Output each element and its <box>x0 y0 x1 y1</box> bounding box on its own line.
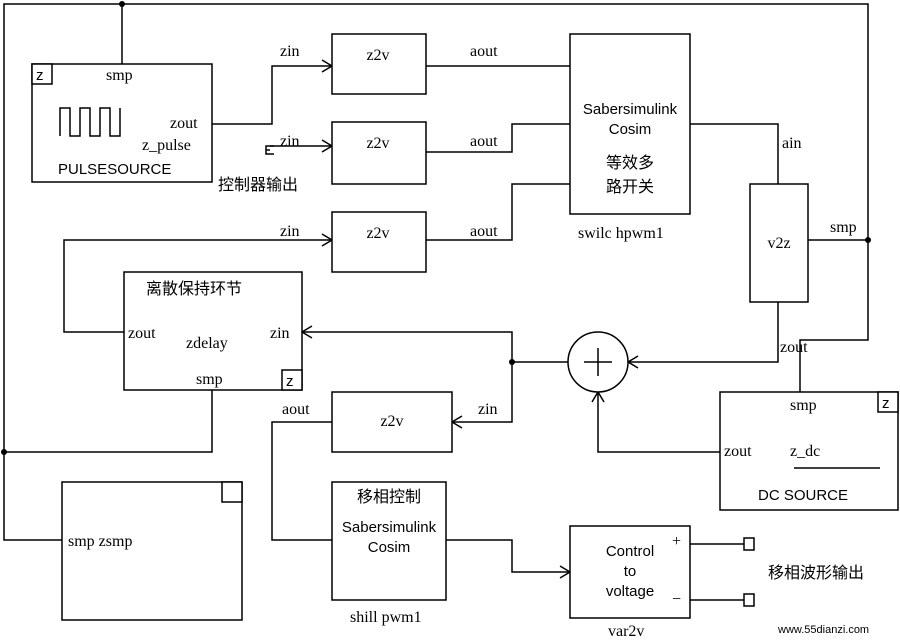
wire-to-zdelay-zin <box>302 331 513 362</box>
junctions <box>1 1 871 455</box>
wires <box>3 3 869 601</box>
pulse-source-block[interactable]: z smp zout z_pulse PULSESOURCE <box>31 63 213 183</box>
square-wave-icon <box>59 107 121 137</box>
zdelay-zin-port: zin <box>270 325 290 342</box>
z2v4-zin-label: zin <box>478 401 498 418</box>
output-terminal-plus[interactable] <box>743 537 755 551</box>
z2v3-aout-label: aout <box>470 223 498 240</box>
junction-sum-out <box>509 359 515 365</box>
wire-pulse-to-z2v1 <box>212 65 332 125</box>
junction-top <box>119 1 125 7</box>
controller-output-label: 控制器输出 <box>218 175 298 194</box>
var2v-block[interactable]: Control to voltage <box>569 525 691 619</box>
cosim1-cn1: 等效多 <box>606 153 654 172</box>
wire-z2v3-out <box>426 183 570 241</box>
pulse-z-marker: z <box>36 67 44 84</box>
zsmp-name: smp zsmp <box>68 533 132 550</box>
cosim1-line1: Sabersimulink <box>583 101 678 118</box>
cosim2-cn-label: 移相控制 <box>357 487 421 506</box>
wire-top-bus <box>121 3 869 240</box>
pulse-type: PULSESOURCE <box>58 161 171 178</box>
wire-left-bus <box>3 3 122 541</box>
v2z-ain-label: ain <box>782 135 802 152</box>
zdelay-zout-port: zout <box>128 325 156 342</box>
v2z-zout-label: zout <box>780 339 808 356</box>
dc-type: DC SOURCE <box>758 487 848 504</box>
z2v3-name: z2v <box>366 225 389 242</box>
z2v2-name: z2v <box>366 135 389 152</box>
zdelay-name: zdelay <box>186 335 228 352</box>
wire-dc-to-sum <box>597 392 720 453</box>
cosim2-line1: Sabersimulink <box>342 519 437 536</box>
z2v1-name: z2v <box>366 47 389 64</box>
controller-input-icon <box>265 145 274 155</box>
v2z-name: v2z <box>767 235 790 252</box>
cosim1-cn2: 路开关 <box>606 177 654 196</box>
z2v1-aout-label: aout <box>470 43 498 60</box>
wire-dc-smp <box>799 240 869 392</box>
z2v2-aout-label: aout <box>470 133 498 150</box>
dc-name: z_dc <box>790 443 820 460</box>
junction-right <box>865 237 871 243</box>
var2v-caption: var2v <box>608 623 644 640</box>
phase-output-label: 移相波形输出 <box>768 563 864 582</box>
wire-cosim2-to-var2v <box>446 539 570 573</box>
cosim-phase-block[interactable]: 移相控制 Sabersimulink Cosim <box>331 481 447 601</box>
wire-to-z2v4-zin <box>452 362 513 423</box>
pulse-zout-port: zout <box>170 115 198 132</box>
wire-z2v2-out <box>426 123 570 153</box>
zdelay-smp-port: smp <box>196 371 223 388</box>
dc-smp-port: smp <box>790 397 817 414</box>
junction-left <box>1 449 7 455</box>
z2v1-zin-label: zin <box>280 43 300 60</box>
cosim2-caption: shill pwm1 <box>350 609 422 626</box>
z2v4-aout-label: aout <box>282 401 310 418</box>
wire-zdelay-smp <box>4 390 213 453</box>
z2v-block-3[interactable]: z2v <box>331 211 427 273</box>
z2v-block-2[interactable]: z2v <box>331 121 427 185</box>
wire-z2v4-out <box>271 421 332 541</box>
var2v-line3: voltage <box>606 583 654 600</box>
zdelay-block[interactable]: 离散保持环节 zout zdelay zin smp z <box>123 271 303 391</box>
zdelay-z-marker: z <box>286 373 294 390</box>
z2v-block-4[interactable]: z2v <box>331 391 453 453</box>
cosim-switch-block[interactable]: Sabersimulink Cosim 等效多 路开关 <box>569 33 691 215</box>
sum-junction[interactable] <box>567 331 629 393</box>
var2v-line2: to <box>624 563 637 580</box>
zsmp-block[interactable]: smp zsmp <box>61 481 243 621</box>
dc-source-block[interactable]: z smp zout z_dc DC SOURCE <box>719 391 899 511</box>
cosim1-caption: swilc hpwm1 <box>578 225 664 242</box>
dc-zout-port: zout <box>724 443 752 460</box>
output-terminal-minus[interactable] <box>743 593 755 607</box>
pulse-name: z_pulse <box>142 137 191 154</box>
var2v-line1: Control <box>606 543 654 560</box>
watermark-text: www.55dianzi.com <box>777 624 869 636</box>
zdelay-cn-label: 离散保持环节 <box>146 279 242 298</box>
z2v-block-1[interactable]: z2v <box>331 33 427 95</box>
cosim2-line2: Cosim <box>368 539 411 556</box>
var2v-minus-label: − <box>672 591 681 608</box>
z2v3-zin-label: zin <box>280 223 300 240</box>
z2v4-name: z2v <box>380 413 403 430</box>
plus-icon <box>584 348 612 376</box>
z2v2-zin-label: zin <box>280 133 300 150</box>
wire-zdelay-to-z2v3 <box>63 239 332 333</box>
pulse-smp-port: smp <box>106 67 133 84</box>
wire-cosim1-to-v2z <box>690 123 779 184</box>
dc-z-marker: z <box>882 395 890 412</box>
v2z-block[interactable]: v2z <box>749 183 809 303</box>
cosim1-line2: Cosim <box>609 121 652 138</box>
v2z-smp-label: smp <box>830 219 857 236</box>
wire-v2z-to-sum <box>628 302 779 363</box>
var2v-plus-label: + <box>672 533 681 550</box>
